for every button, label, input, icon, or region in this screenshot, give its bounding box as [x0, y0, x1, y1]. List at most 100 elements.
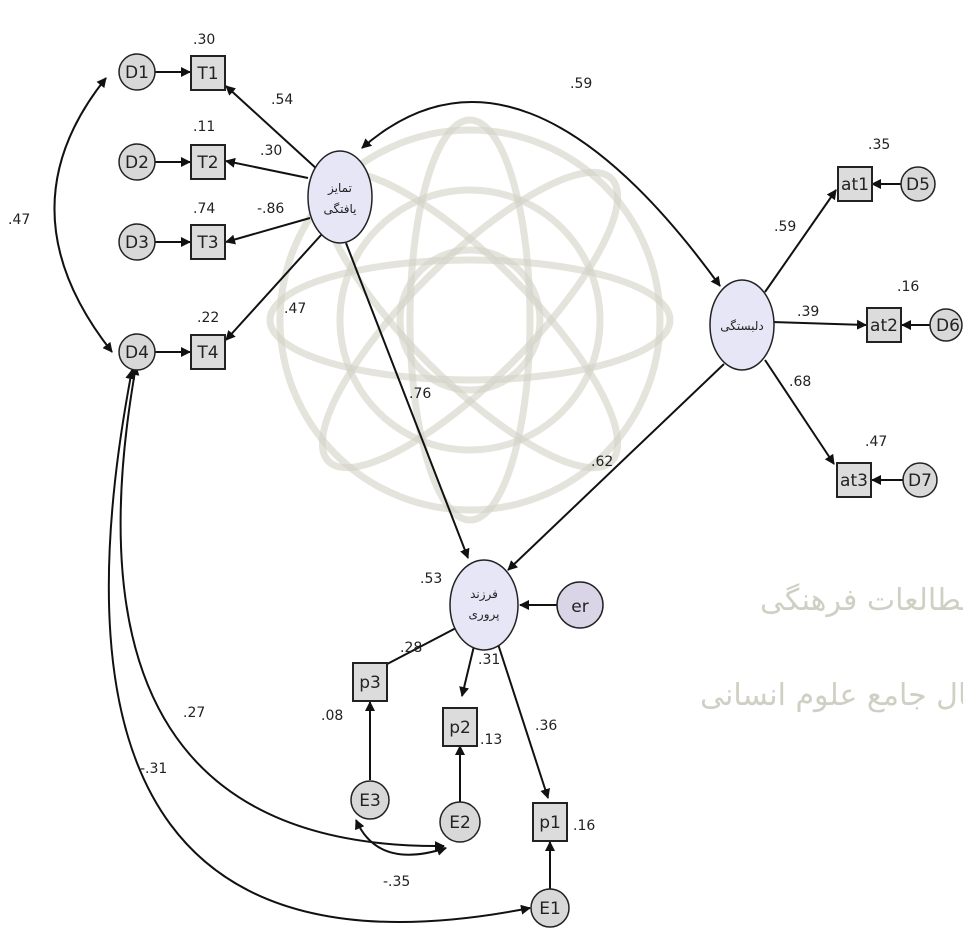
node-er [556, 581, 604, 629]
latent-variables: تمایز یافتگی دلبستگی فرزند پروری [307, 150, 775, 651]
path-p2: .31 [478, 652, 500, 668]
r2-far: .53 [420, 571, 442, 587]
path-del-far: .62 [591, 454, 613, 470]
r2-at1: .35 [868, 137, 890, 153]
r2-at2: .16 [897, 279, 919, 295]
node-e3 [350, 780, 390, 820]
watermark-line-2: پرتال جامع علوم انسانی [700, 678, 963, 713]
latent-tamayoz [307, 150, 373, 244]
label-d5: D5 [906, 175, 930, 195]
watermark-line-1: پژوهشگاه علوم انسانی و مطالعات فرهنگی [760, 583, 963, 618]
label-tamayoz-1: تمایز [327, 181, 352, 196]
cov-d4-e1 [107, 369, 531, 923]
path-p3: .28 [400, 640, 422, 656]
label-p1: p1 [539, 813, 561, 833]
cov-tam-del [361, 101, 721, 287]
node-d2 [118, 143, 156, 181]
watermark-text: پژوهشگاه علوم انسانی و مطالعات فرهنگی پر… [700, 583, 963, 713]
path-t4: .47 [284, 301, 306, 317]
r2-p2: .13 [480, 732, 502, 748]
node-e2 [439, 801, 481, 843]
edge-tam-t3 [225, 217, 311, 245]
edge-del-at1 [764, 189, 837, 293]
path-at2: .39 [797, 304, 819, 320]
box-t4 [190, 334, 226, 370]
r2-t4: .22 [197, 310, 219, 326]
label-farzand-1: فرزند [470, 587, 498, 602]
box-p1 [532, 802, 568, 842]
label-at2: at2 [870, 316, 898, 336]
box-t2 [190, 144, 226, 180]
r2-t2: .11 [193, 119, 215, 135]
path-tam-far: .76 [409, 386, 431, 402]
label-e1: E1 [539, 899, 561, 919]
label-d4: D4 [125, 343, 149, 363]
error-terms: D1 D2 D3 D4 D5 D6 D7 E3 E2 E1 er [118, 53, 963, 928]
label-p3: p3 [359, 673, 381, 693]
r2-at3: .47 [865, 434, 887, 450]
label-d7: D7 [908, 471, 932, 491]
label-tamayoz-2: یافتگی [324, 202, 357, 216]
label-e2: E2 [449, 813, 471, 833]
cov-d4-e2-value: .27 [183, 705, 205, 721]
cov-d4-e2 [119, 365, 445, 852]
latent-farzand [449, 559, 519, 651]
label-t2: T2 [196, 153, 218, 173]
node-d7 [902, 462, 938, 498]
box-p2 [442, 707, 478, 747]
box-t3 [190, 224, 226, 260]
r2-p1: .16 [573, 818, 595, 834]
box-p3 [352, 662, 388, 702]
path-t2: .30 [260, 143, 282, 159]
box-at2 [866, 307, 902, 343]
box-at1 [837, 166, 873, 202]
edge-del-at2 [771, 319, 867, 330]
cov-e3-e2 [355, 819, 447, 856]
node-d1 [118, 53, 156, 91]
label-at1: at1 [841, 175, 869, 195]
label-t4: T4 [196, 343, 218, 363]
path-at3: .68 [789, 374, 811, 390]
label-d2: D2 [125, 153, 149, 173]
r2-p3: .08 [321, 708, 343, 724]
path-t3: -.86 [257, 201, 284, 217]
path-p1: .36 [535, 718, 557, 734]
observed-variables: T1 T2 T3 T4 at1 at2 at3 p3 p2 p1 [190, 55, 902, 842]
box-t1 [190, 55, 226, 91]
cov-d1-d4 [53, 77, 113, 353]
node-d5 [900, 166, 936, 202]
edge-tam-t4 [225, 233, 323, 341]
edge-del-far [507, 363, 725, 571]
cov-d1-d4-value: .47 [8, 212, 30, 228]
label-er: er [571, 597, 588, 617]
label-delbastegi: دلبستگی [720, 319, 764, 333]
label-d3: D3 [125, 233, 149, 253]
cov-e3-e2-value: -.35 [383, 874, 410, 890]
r2-t1: .30 [193, 32, 215, 48]
latent-delbastegi [709, 279, 775, 371]
r2-t3: .74 [193, 201, 215, 217]
label-t3: T3 [196, 233, 218, 253]
edge-tam-t2 [225, 157, 309, 179]
edge-far-p2 [459, 645, 475, 697]
coefficients: .30 .11 .74 .22 .54 .30 -.86 .47 .47 .59… [8, 32, 919, 890]
path-t1: .54 [271, 92, 293, 108]
box-at3 [836, 462, 872, 498]
label-at3: at3 [840, 471, 868, 491]
node-d3 [118, 223, 156, 261]
label-t1: T1 [196, 64, 218, 84]
edges [53, 67, 930, 923]
label-p2: p2 [449, 718, 471, 738]
node-d6 [929, 308, 963, 342]
label-farzand-2: پروری [469, 607, 500, 622]
edge-tam-t1 [225, 85, 319, 171]
cov-tam-del-value: .59 [570, 76, 592, 92]
cov-d4-e1-value: -.31 [140, 761, 167, 777]
edge-del-at3 [764, 359, 835, 465]
path-at1: .59 [774, 219, 796, 235]
node-d4 [118, 333, 156, 371]
label-d1: D1 [125, 63, 149, 83]
node-e1 [530, 888, 570, 928]
label-d6: D6 [936, 316, 960, 336]
